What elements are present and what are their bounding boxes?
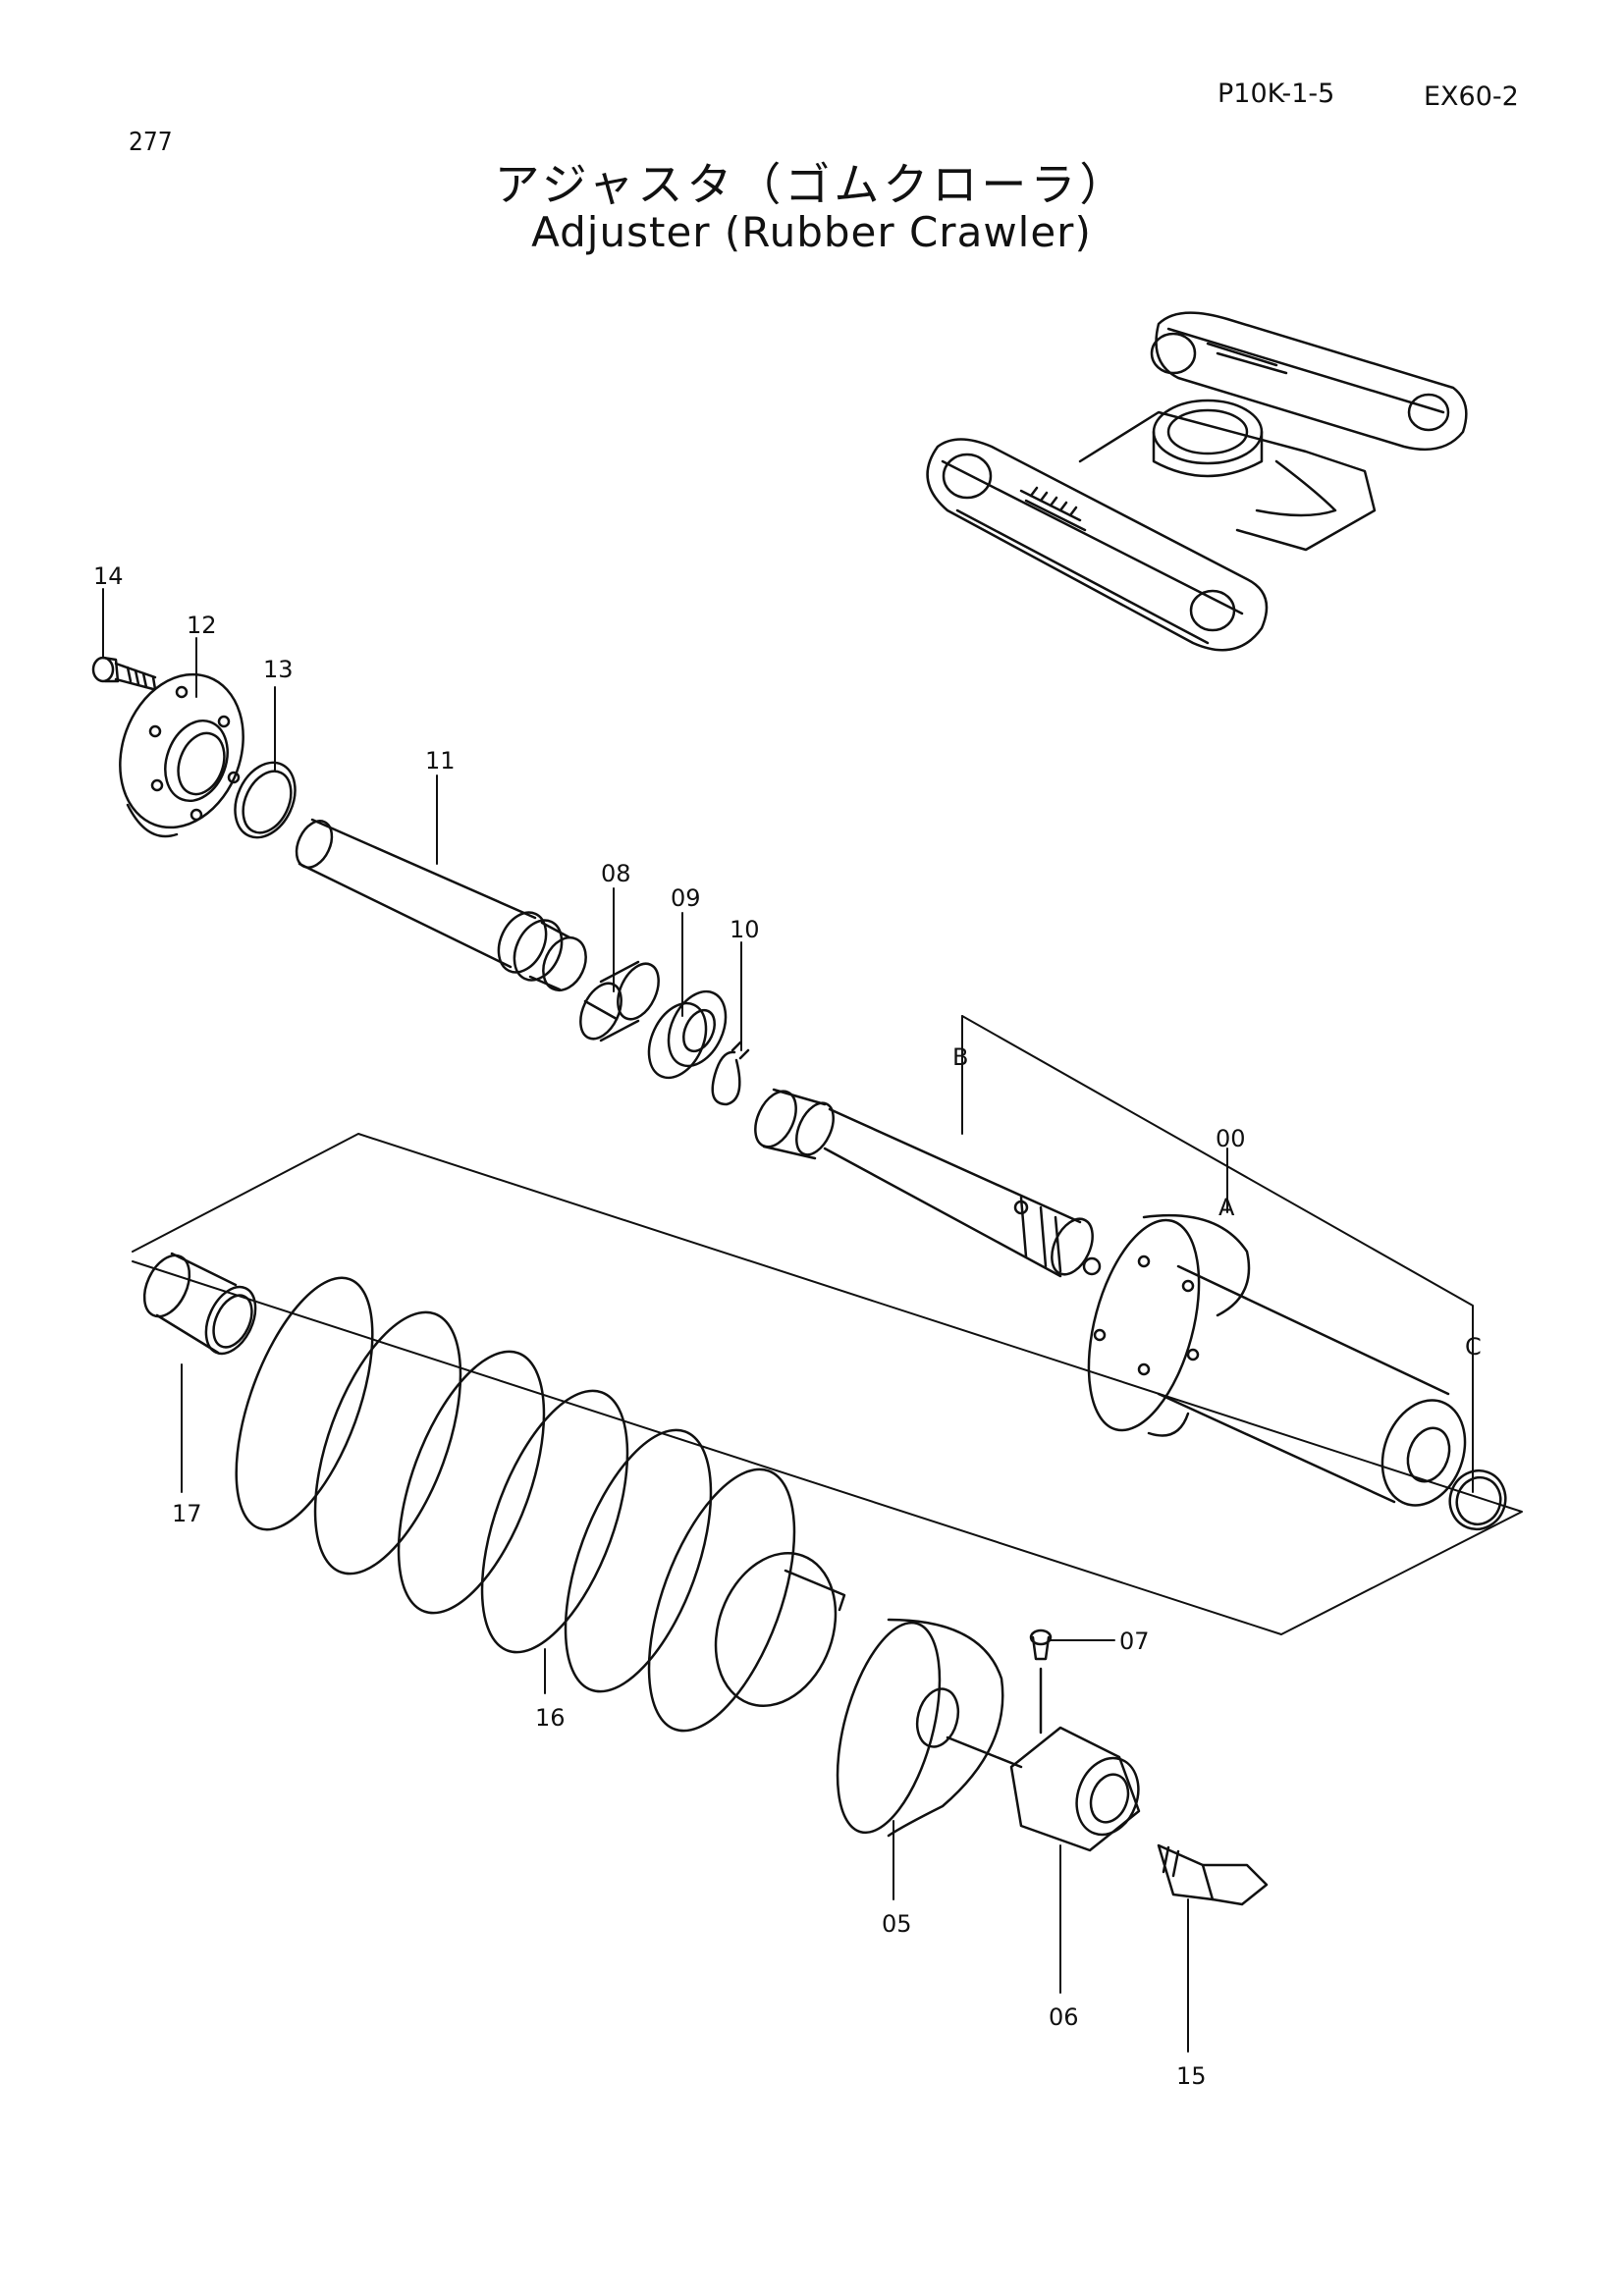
model-code: EX60-2 [1424,81,1519,112]
part-11-rod [295,818,587,991]
part-13-ring [234,761,297,839]
callout-10: 10 [730,916,760,943]
callout-00: 00 [1216,1125,1246,1152]
catalog-code: P10K-1-5 [1217,79,1335,109]
part-15-elbow [1157,1843,1269,1906]
callout-09: 09 [671,884,701,912]
part-07-fitting [1029,1629,1053,1661]
callout-16: 16 [535,1704,566,1732]
part-05-cap [836,1618,1023,1838]
page-number: 277 [129,128,173,157]
callout-17: 17 [172,1500,202,1527]
callout-15: 15 [1176,2062,1207,2090]
undercarriage-inset [926,311,1468,652]
title-english: Adjuster (Rubber Crawler) [531,208,1092,256]
part-10-snap-ring [711,1041,750,1106]
part-14-bolt [91,656,157,691]
part-17-spacer [142,1252,257,1356]
title-japanese: アジャスタ（ゴムクローラ） [494,158,1129,211]
callout-13: 13 [263,656,294,683]
callout-08: 08 [601,860,631,887]
callout-14: 14 [93,562,124,590]
part-c-o-ring [1448,1468,1507,1531]
callout-b: B [952,1043,968,1071]
part-06-nut [1009,1667,1141,1852]
callout-11: 11 [425,747,456,774]
cylinder-body [1087,1213,1467,1507]
callout-c: C [1465,1333,1482,1361]
leader-lines [102,588,1228,2053]
part-00-piston-rod [754,1088,1102,1278]
callout-a: A [1218,1194,1235,1221]
assembly-bracket [132,1015,1523,1635]
callout-12: 12 [187,612,217,639]
part-12-flange [119,672,244,838]
part-16-spring [235,1276,846,1733]
part-09-seal [647,989,728,1080]
callout-05: 05 [882,1910,912,1938]
callout-06: 06 [1049,2003,1079,2031]
callout-07: 07 [1119,1628,1150,1655]
